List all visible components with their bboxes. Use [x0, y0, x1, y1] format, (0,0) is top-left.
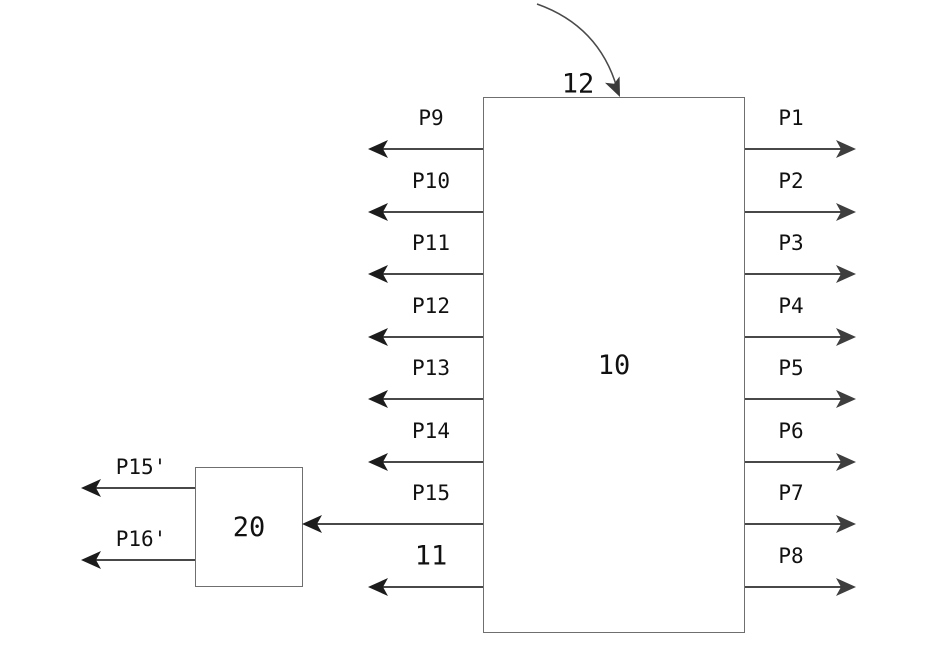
secondary-block: 20	[195, 467, 303, 587]
arrowhead-right-icon	[836, 140, 856, 158]
arrowhead-left-icon	[368, 390, 388, 408]
main-block: 10	[483, 97, 745, 633]
arrowhead-right-icon	[836, 515, 856, 533]
main-block-label: 10	[597, 349, 631, 381]
arrowhead-left-icon	[368, 328, 388, 346]
arrowhead-right-icon	[836, 390, 856, 408]
arrowhead-left-icon	[81, 479, 101, 497]
secondary-block-label: 20	[232, 511, 266, 543]
arrowhead-left-icon	[302, 515, 322, 533]
arrowhead-left-icon	[81, 551, 101, 569]
pointer-label: 12	[561, 68, 595, 100]
pointer-arrowhead-icon	[605, 76, 620, 97]
arrowhead-right-icon	[836, 203, 856, 221]
arrowhead-right-icon	[836, 265, 856, 283]
arrowhead-left-icon	[368, 453, 388, 471]
arrowhead-right-icon	[836, 328, 856, 346]
arrowhead-right-icon	[836, 453, 856, 471]
pointer-curve	[536, 3, 618, 89]
arrowhead-left-icon	[368, 265, 388, 283]
arrowhead-left-icon	[368, 140, 388, 158]
arrowhead-left-icon	[368, 578, 388, 596]
arrowhead-right-icon	[836, 578, 856, 596]
arrowhead-left-icon	[368, 203, 388, 221]
